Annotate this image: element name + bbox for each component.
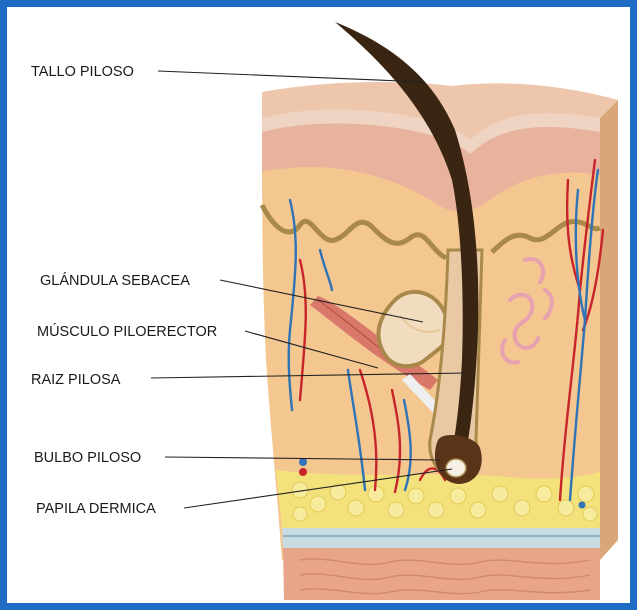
label-raiz-pilosa: RAIZ PILOSA [31, 372, 121, 388]
label-glandula-sebacea: GLÁNDULA SEBACEA [40, 272, 190, 289]
leader-tallo [158, 71, 425, 82]
vessel-dot [299, 458, 307, 466]
vessel-dot [299, 468, 307, 476]
label-papila-dermica: PAPILA DERMICA [36, 501, 156, 517]
labels: TALLO PILOSO GLÁNDULA SEBACEA MÚSCULO PI… [31, 64, 217, 517]
label-musculo-piloerector: MÚSCULO PILOERECTOR [37, 323, 217, 340]
label-tallo-piloso: TALLO PILOSO [31, 64, 134, 80]
label-bulbo-piloso: BULBO PILOSO [34, 450, 141, 466]
block-side-face [600, 100, 618, 560]
dermal-papilla [446, 459, 466, 477]
vessel-dot [579, 502, 586, 509]
fascia-band [282, 528, 600, 548]
